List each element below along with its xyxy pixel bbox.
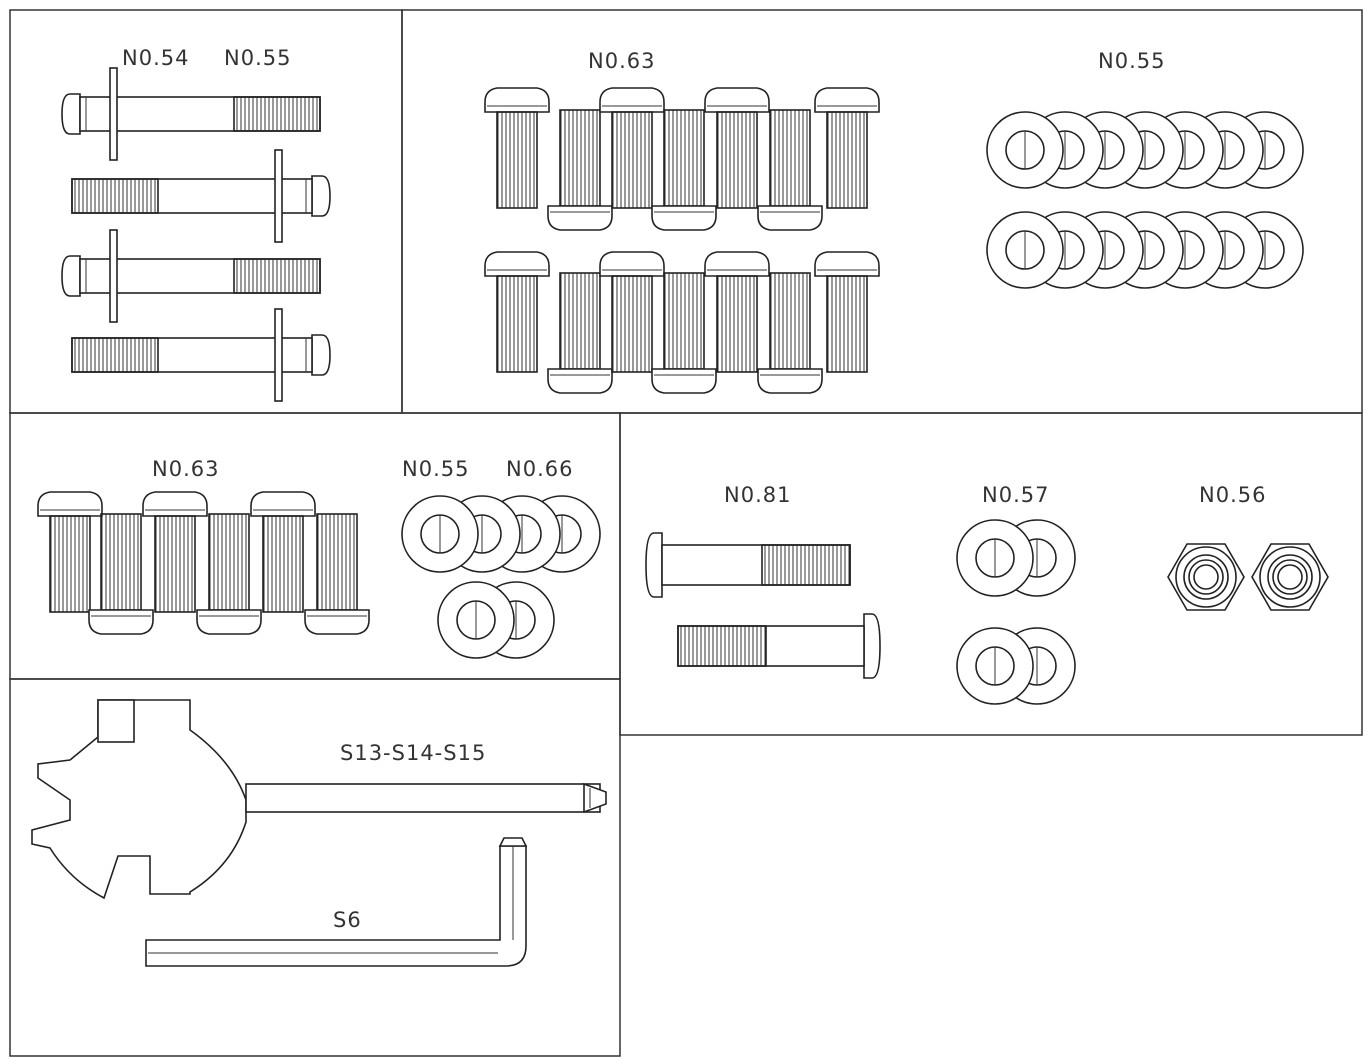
part-label-n055-mid: N0.55 (402, 457, 469, 481)
panel-mid-right (619, 412, 1363, 736)
washer-group-n057 (956, 519, 1076, 705)
long-bolt-with-washer-icon (71, 149, 331, 243)
button-head-screw-icon (704, 251, 770, 373)
part-label-n056: N0.56 (1199, 483, 1266, 507)
hex-nut-icon (1167, 543, 1245, 611)
part-label-n057: N0.57 (982, 483, 1049, 507)
button-screw-group-bottom (484, 251, 880, 394)
button-head-screw-icon (757, 109, 823, 231)
spoke-multitool-icon (31, 699, 607, 900)
button-head-screw-icon (304, 513, 370, 635)
flat-washer-icon (437, 581, 515, 659)
long-bolt-with-washer-icon (71, 308, 331, 402)
hex-nut-icon (1251, 543, 1329, 611)
button-screw-group-top (484, 87, 880, 231)
button-screw-group-mid (37, 491, 370, 635)
long-bolt-with-washer-icon (61, 229, 321, 323)
button-head-screw-icon (547, 272, 613, 394)
button-head-screw-icon (757, 272, 823, 394)
part-label-n063-mid: N0.63 (152, 457, 219, 481)
washer-row-top (986, 111, 1304, 189)
button-head-screw-icon (814, 87, 880, 209)
part-label-s13-s14-s15: S13-S14-S15 (340, 741, 486, 765)
flat-washer-icon (956, 627, 1034, 705)
flat-washer-icon (986, 211, 1064, 289)
part-label-s6: S6 (333, 908, 362, 932)
part-label-n063: N0.63 (588, 49, 655, 73)
part-label-n081: N0.81 (724, 483, 791, 507)
button-head-screw-icon (547, 109, 613, 231)
flat-washer-icon (986, 111, 1064, 189)
button-head-screw-icon (704, 87, 770, 209)
button-head-screw-icon (142, 491, 208, 613)
part-label-n055: N0.55 (224, 46, 291, 70)
washer-row-bottom (986, 211, 1304, 289)
hex-key-icon (145, 837, 528, 967)
button-head-screw-icon (651, 272, 717, 394)
button-head-screw-icon (599, 251, 665, 373)
button-head-screw-icon (599, 87, 665, 209)
button-head-screw-icon (196, 513, 262, 635)
washer-group-mid (401, 495, 601, 659)
part-label-n066: N0.66 (506, 457, 573, 481)
panel-top-right (401, 9, 1363, 414)
button-head-screw-icon (814, 251, 880, 373)
flat-washer-icon (401, 495, 479, 573)
flat-washer-icon (956, 519, 1034, 597)
hex-nut-group (1167, 543, 1329, 611)
button-head-screw-icon (88, 513, 154, 635)
short-bolt-icon (677, 613, 881, 679)
panel-bottom-left (9, 678, 621, 1057)
long-bolt-with-washer-icon (61, 67, 321, 161)
button-head-screw-icon (651, 109, 717, 231)
button-head-screw-icon (37, 491, 103, 613)
part-label-n055-washers: N0.55 (1098, 49, 1165, 73)
part-label-n054: N0.54 (122, 46, 189, 70)
button-head-screw-icon (484, 87, 550, 209)
button-head-screw-icon (250, 491, 316, 613)
short-bolt-icon (645, 532, 851, 598)
button-head-screw-icon (484, 251, 550, 373)
